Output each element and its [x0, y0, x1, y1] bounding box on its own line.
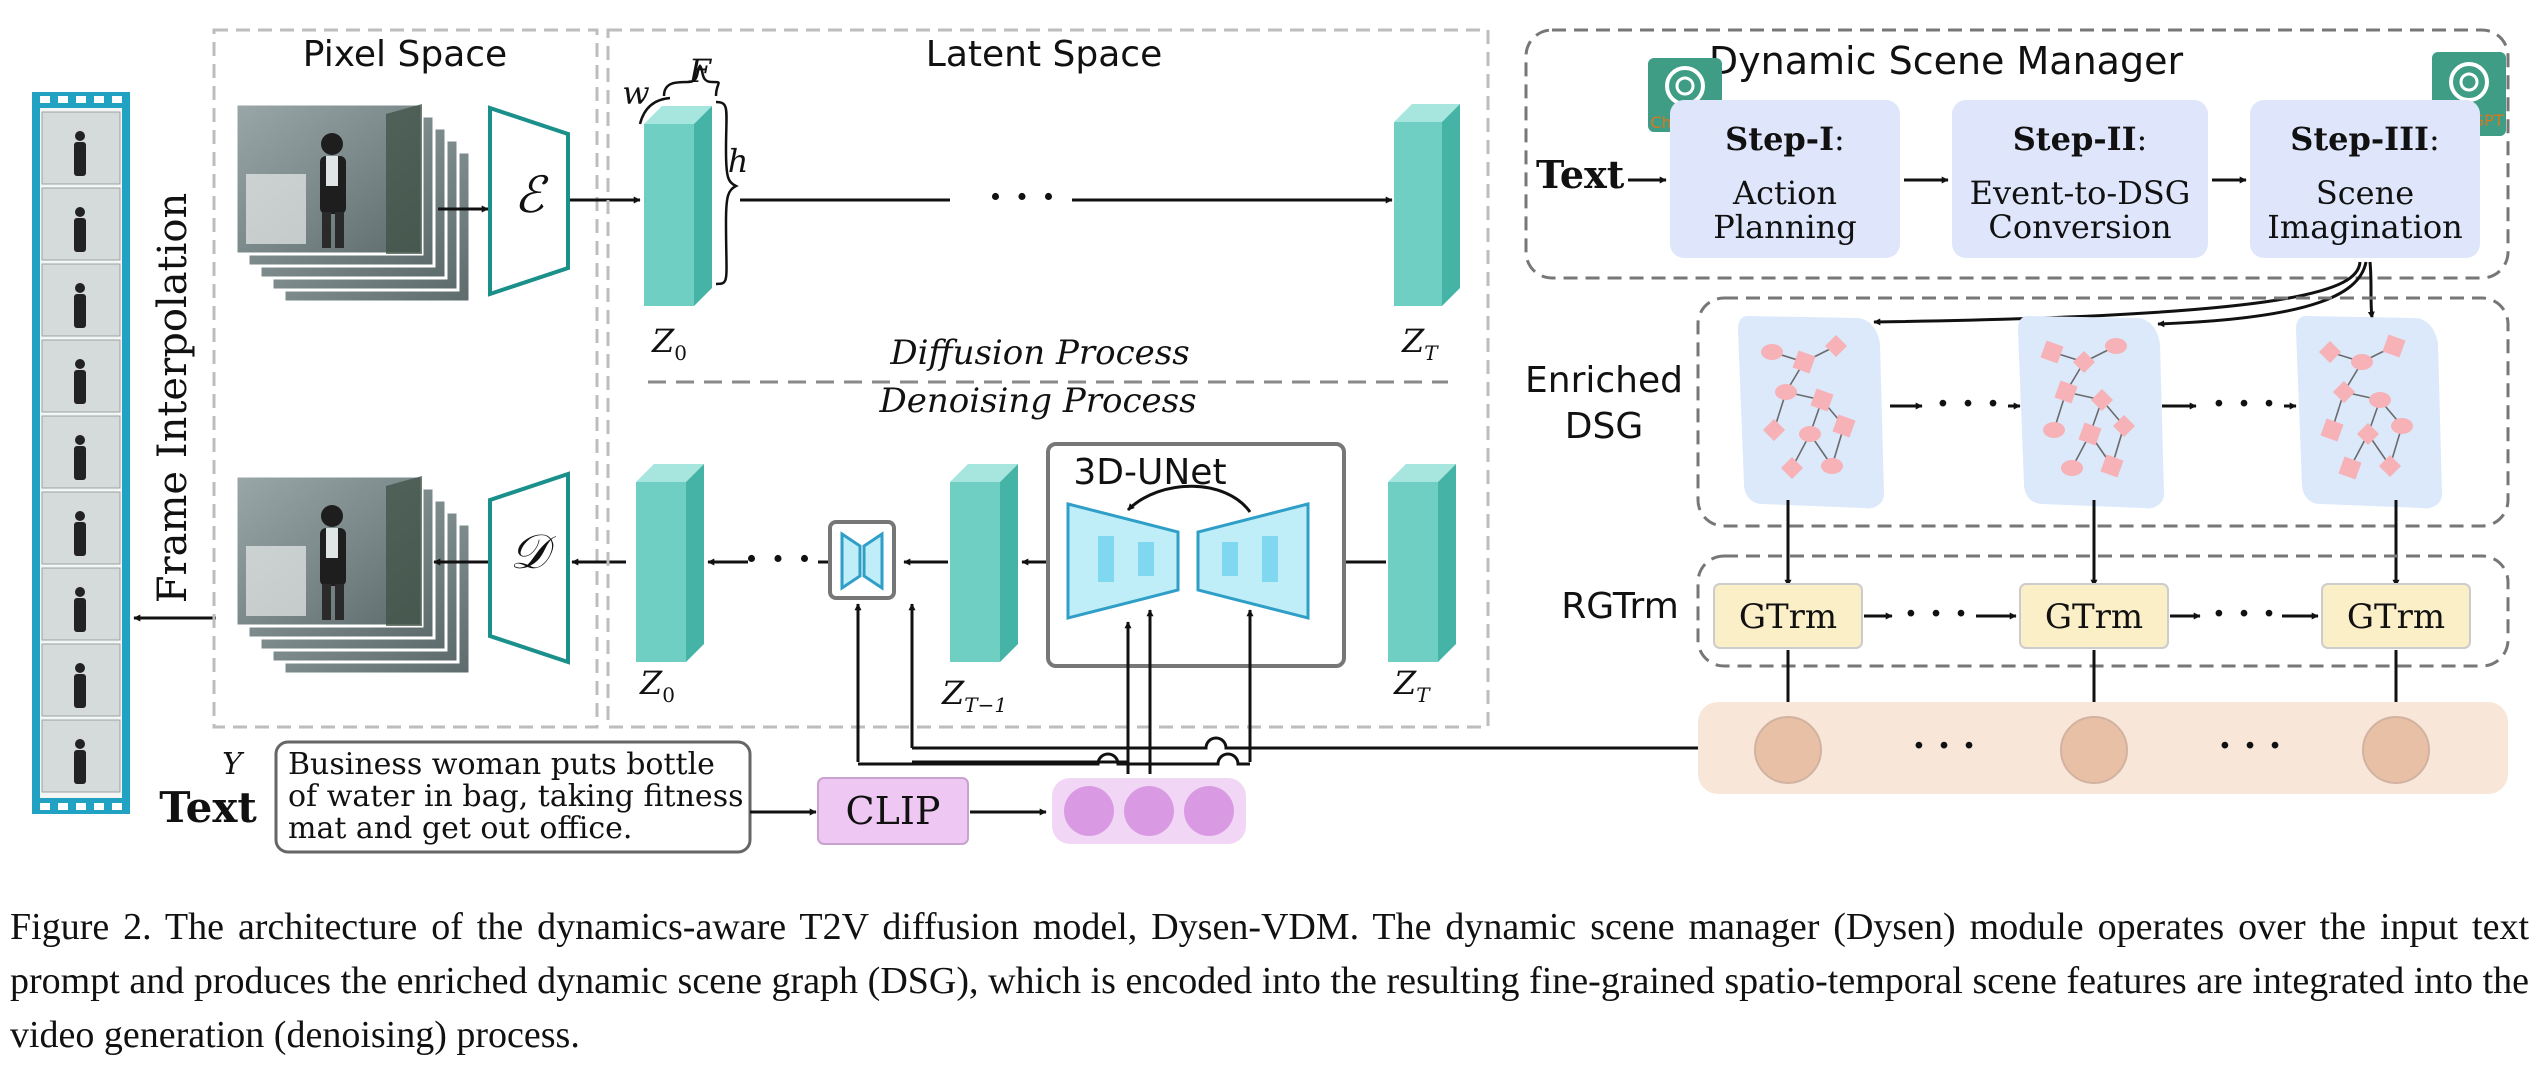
unet-skip-arrow	[1126, 484, 1252, 513]
dysen-box	[1524, 28, 2510, 280]
output-video-filmstrip	[32, 92, 130, 814]
encoder-symbol: ℰ	[514, 166, 549, 224]
film-frame	[41, 719, 121, 793]
enriched-dsg-label-1: Enriched	[1525, 360, 1683, 401]
prompt-line-3: mat and get out office.	[288, 811, 632, 846]
feature-dots-1: · · ·	[1913, 725, 1976, 767]
dsg-dots-1: · · ·	[1937, 383, 2000, 425]
svg-text:GTrm: GTrm	[2045, 597, 2143, 637]
figure-caption: Figure 2. The architecture of the dynami…	[10, 906, 2529, 1056]
zt-top-label: ZT	[1401, 322, 1439, 365]
latent-z0-bottom	[636, 464, 704, 662]
frames-dim-label: F	[688, 52, 713, 90]
latent-zt-top	[1394, 104, 1460, 306]
dsg-graph-card	[2296, 316, 2442, 509]
zt-bottom-label: ZT	[1393, 664, 1431, 707]
pixel-space-box	[212, 28, 599, 729]
dysen-title: Dynamic Scene Manager	[1709, 39, 2184, 83]
svg-text:Planning: Planning	[1713, 208, 1856, 246]
reconstructed-video-frames	[234, 474, 472, 676]
film-frame	[41, 643, 121, 717]
clip-encoder	[817, 777, 969, 845]
clip-label: CLIP	[846, 789, 941, 833]
latent-space-title: Latent Space	[926, 34, 1162, 75]
scene-features-band	[1698, 702, 2508, 794]
step-1-box: Step-I: Action Planning	[1670, 100, 1900, 258]
enriched-dsg-label-2: DSG	[1565, 406, 1643, 447]
latent-zt-minus-1	[950, 464, 1018, 662]
text-input-label: Text	[159, 783, 257, 832]
latent-z0-top	[644, 106, 712, 306]
pixel-space-title: Pixel Space	[303, 34, 507, 75]
z0-top-label: Z0	[651, 322, 687, 365]
svg-text:Step-II:: Step-II:	[2013, 120, 2148, 158]
step-3-box: Step-III: Scene Imagination	[2250, 100, 2480, 258]
text-y-label: Y	[222, 747, 245, 782]
prompt-line-1: Business woman puts bottle	[288, 747, 715, 782]
dsg-graph-card	[1738, 316, 1884, 509]
film-frame	[41, 567, 121, 641]
unet-3d-box	[1046, 442, 1346, 668]
diffusion-steps-dots: · · ·	[989, 174, 1055, 219]
feature-dots-2: · · ·	[2219, 725, 2282, 767]
film-frame	[41, 187, 121, 261]
svg-text:Imagination: Imagination	[2267, 208, 2462, 246]
dysen-text-input: Text	[1536, 152, 1625, 197]
unet-encoder-half	[1066, 502, 1180, 620]
latent-zt-bottom	[1388, 464, 1456, 662]
film-frame	[41, 415, 121, 489]
svg-text:Action: Action	[1732, 174, 1837, 212]
ztm1-label: ZT−1	[941, 674, 1007, 717]
film-frame	[41, 339, 121, 413]
input-video-frames	[234, 102, 472, 304]
dsg-dots-2: · · ·	[2213, 383, 2276, 425]
svg-text:Event-to-DSG: Event-to-DSG	[1970, 174, 2191, 212]
encoder-block	[488, 105, 570, 297]
gtrm-block-3: GTrm	[2321, 583, 2471, 649]
dsg-graph-card	[2018, 316, 2164, 509]
rgtrm-box	[1696, 554, 2510, 668]
text-embedding-tokens	[1052, 778, 1246, 844]
film-frame	[41, 491, 121, 565]
svg-text:Step-I:: Step-I:	[1725, 120, 1845, 158]
width-dim-label: w	[622, 74, 649, 112]
gtrm-block-2: GTrm	[2019, 583, 2169, 649]
gtrm-block-1: GTrm	[1713, 583, 1863, 649]
denoising-process-label: Denoising Process	[878, 381, 1196, 421]
film-frame	[41, 263, 121, 337]
step-2-box: Step-II: Event-to-DSG Conversion	[1952, 100, 2208, 258]
gtrm-dots-2: · · ·	[2213, 593, 2276, 635]
diffusion-process-label: Diffusion Process	[889, 333, 1189, 373]
prompt-line-2: of water in bag, taking fitness	[288, 779, 743, 814]
svg-text:Conversion: Conversion	[1988, 208, 2171, 246]
svg-text:GTrm: GTrm	[1739, 597, 1837, 637]
decoder-block	[488, 471, 570, 665]
height-dim-label: h	[728, 142, 749, 180]
svg-text:GTrm: GTrm	[2347, 597, 2445, 637]
prompt-box	[274, 740, 752, 854]
enriched-dsg-box	[1696, 296, 2510, 528]
svg-text:Step-III:: Step-III:	[2290, 120, 2440, 158]
small-unet-block	[828, 520, 896, 600]
latent-space-box	[606, 28, 1490, 729]
rgtrm-label: RGTrm	[1561, 586, 1679, 627]
denoising-steps-dots: · · ·	[745, 536, 811, 581]
unet-decoder-half	[1196, 502, 1310, 620]
z0-bottom-label: Z0	[639, 664, 675, 707]
svg-text:Scene: Scene	[2316, 174, 2414, 212]
gtrm-dots-1: · · ·	[1905, 593, 1968, 635]
frame-interpolation-label: Frame Interpolation	[150, 193, 196, 604]
film-frame	[41, 111, 121, 185]
